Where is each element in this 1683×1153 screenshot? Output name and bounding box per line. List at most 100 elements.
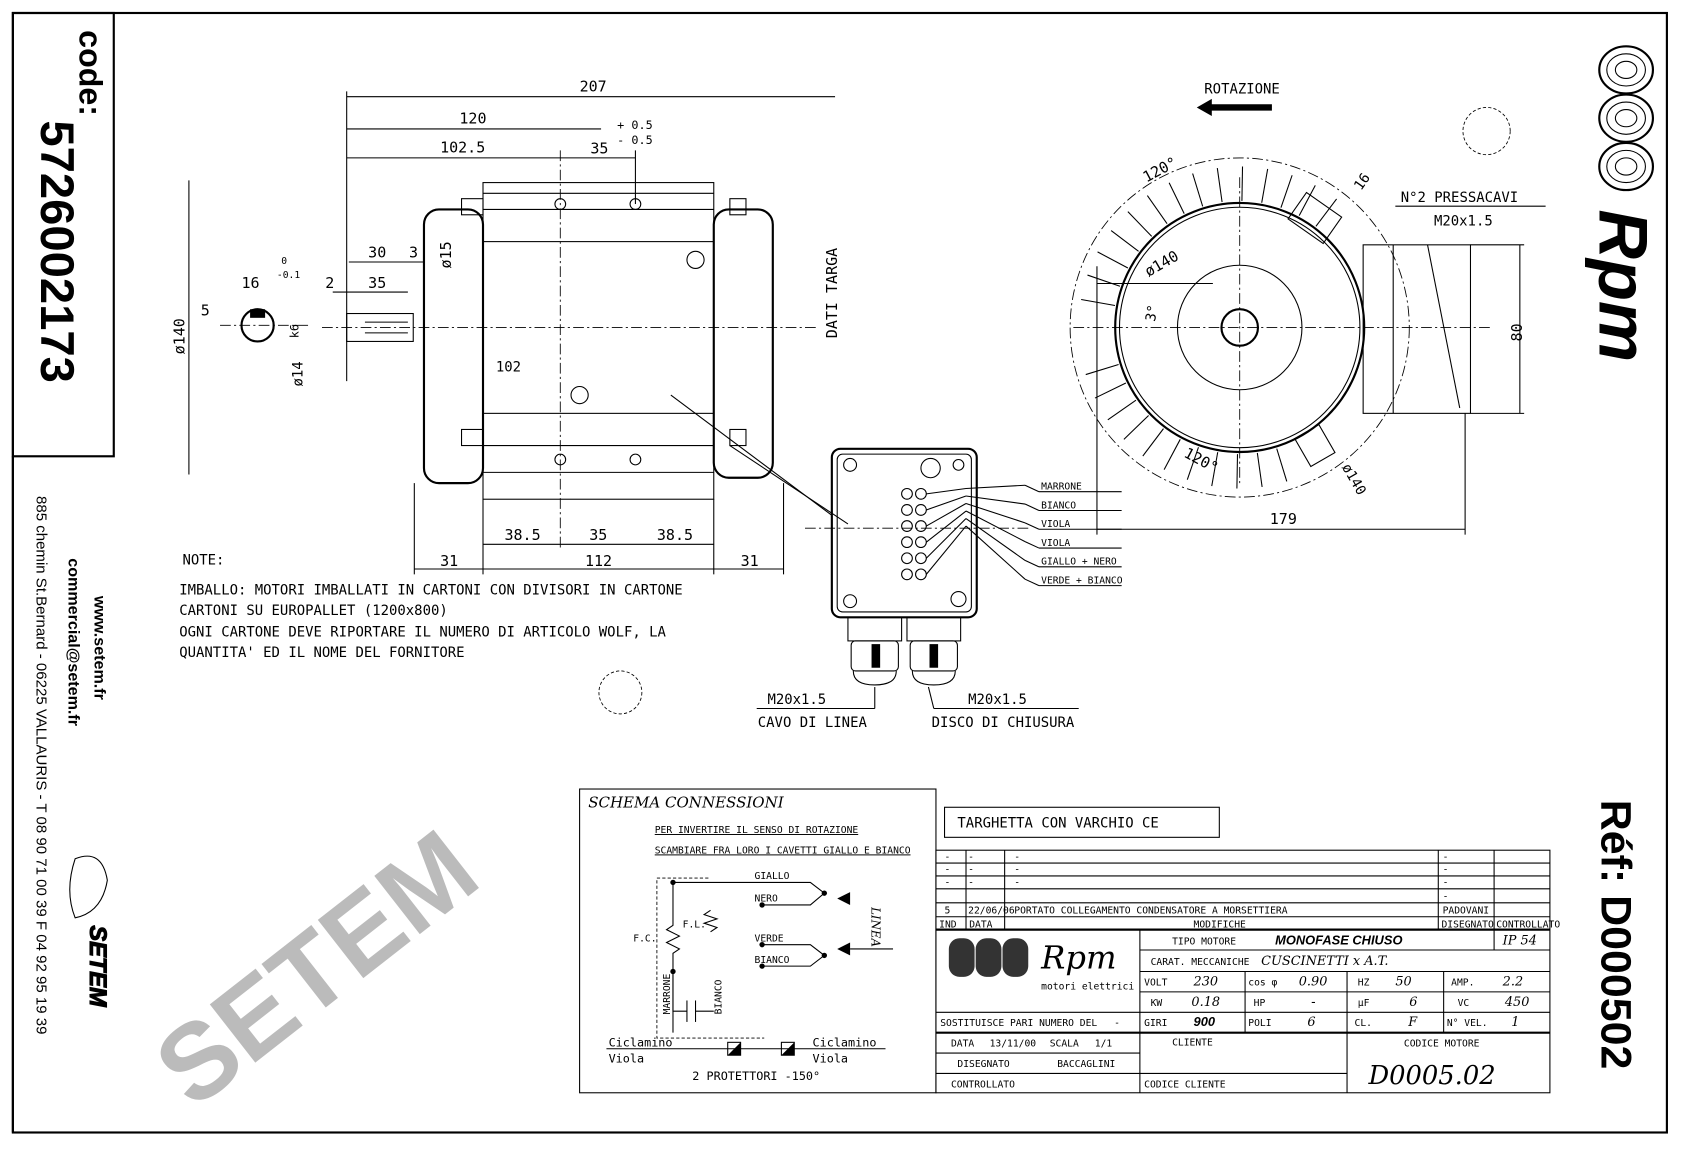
- dim-31-left: 31: [440, 552, 458, 570]
- terminal-screw-icon: [901, 568, 913, 581]
- revision-header-ctrl: CONTROLLATO: [1496, 919, 1560, 930]
- gland-left-thread: M20x1.5: [767, 692, 826, 708]
- gland-left-label: CAVO DI LINEA: [758, 715, 868, 731]
- schema-instruction: SCAMBIARE FRA LORO I CAVETTI GIALLO E BI…: [655, 845, 911, 856]
- carat-meccaniche-value: CUSCINETTI x A.T.: [1261, 954, 1388, 969]
- revision-ind: -: [945, 852, 951, 863]
- watermark-seal-icon: [598, 670, 643, 715]
- fin: [1192, 173, 1204, 207]
- revision-dis: -: [1443, 865, 1449, 876]
- revision-ind: -: [945, 878, 951, 889]
- title-block-logo-sub: motori elettrici: [1041, 982, 1134, 993]
- terminal-screw-icon: [915, 536, 927, 549]
- fin: [1211, 452, 1219, 487]
- code-label: code:: [72, 30, 108, 116]
- fin: [1163, 439, 1181, 470]
- revision-dis: -: [1443, 878, 1449, 889]
- fin: [1142, 428, 1164, 457]
- wire-giallo: GIALLO: [755, 871, 790, 882]
- fin: [1256, 452, 1263, 487]
- terminal-screw-icon: [901, 520, 913, 532]
- wire-verde: VERDE: [755, 933, 784, 944]
- tolerance-k6: k6: [287, 324, 301, 338]
- class-value: F: [1407, 1015, 1418, 1030]
- revision-ind: -: [945, 865, 951, 876]
- dim-207: 207: [580, 77, 607, 95]
- fl-label: F.L.: [683, 919, 706, 930]
- revision-dis: -: [1443, 892, 1449, 903]
- motor-end-view: ROTAZIONE 80 179 ø140 ø140 120° 120° 3° …: [1069, 81, 1546, 535]
- vc-value: 450: [1504, 995, 1530, 1010]
- revision-data: 22/06/06: [968, 906, 1015, 917]
- fin: [1097, 251, 1129, 269]
- revision-mod: -: [1014, 878, 1020, 889]
- dim-diameter-14: ø14: [291, 361, 307, 386]
- angle-3: 3°: [1143, 303, 1162, 322]
- rotation-arrow-icon: [1196, 98, 1272, 117]
- website-link[interactable]: www.setem.fr: [90, 595, 108, 701]
- hp-label: HP: [1254, 998, 1266, 1009]
- revision-mod: PORTATO COLLEGAMENTO CONDENSATORE A MORS…: [1014, 906, 1287, 917]
- wire-label: VIOLA: [1041, 519, 1070, 530]
- dim-diameter-15: ø15: [437, 241, 455, 268]
- fin: [1168, 182, 1185, 214]
- angle-120-top: 120°: [1140, 153, 1180, 186]
- fin: [1241, 166, 1244, 201]
- revision-dis: PADOVANI: [1443, 906, 1490, 917]
- amp-label: AMP.: [1451, 977, 1474, 988]
- fin: [1236, 454, 1239, 489]
- kw-value: 0.18: [1191, 995, 1220, 1010]
- capacitance-label: μF: [1358, 998, 1370, 1009]
- dim-80: 80: [1508, 323, 1526, 341]
- hz-value: 50: [1395, 974, 1411, 989]
- watermark-seal-icon: [1462, 107, 1511, 156]
- note-line: CARTONI SU EUROPALLET (1200x800): [179, 603, 448, 619]
- dim-3: 3: [409, 244, 418, 262]
- tipo-motore-value: MONOFASE CHIUSO: [1275, 933, 1402, 948]
- vc-label: VC: [1458, 998, 1470, 1009]
- fin: [1261, 168, 1269, 203]
- volt-value: 230: [1193, 974, 1219, 989]
- revision-header-dis: DISEGNATO: [1441, 919, 1494, 930]
- wire-bianco: BIANCO: [755, 955, 790, 966]
- fc-label: F.C.: [633, 933, 656, 944]
- dim-35-top: 35: [590, 140, 608, 158]
- sostituisce-value: -: [1114, 1018, 1120, 1029]
- volt-label: VOLT: [1144, 977, 1167, 988]
- linea-label: LINEA: [869, 906, 883, 947]
- wire-label: VERDE + BIANCO: [1041, 575, 1123, 586]
- amp-value: 2.2: [1502, 974, 1523, 989]
- terminal-screw-icon: [915, 552, 927, 565]
- date-value: 13/11/00: [990, 1039, 1037, 1050]
- giri-label: GIRI: [1144, 1018, 1167, 1029]
- terminal-screw-icon: [915, 568, 927, 581]
- wire-bianco-vertical: BIANCO: [713, 979, 724, 1014]
- ip-rating: IP 54: [1502, 934, 1537, 949]
- email-link[interactable]: commercial@setem.fr: [65, 558, 83, 727]
- tolerance-0: 0: [281, 256, 287, 267]
- poli-value: 6: [1307, 1015, 1315, 1030]
- pressacavi-label: N°2 PRESSACAVI: [1401, 190, 1518, 206]
- terminal-screw-icon: [901, 504, 913, 516]
- code-number: 5726002173: [30, 120, 83, 383]
- rpm-coils-icon: [948, 938, 1029, 977]
- terminal-screw-icon: [915, 520, 927, 532]
- revision-ind: 5: [945, 906, 951, 917]
- tolerance-plus: + 0.5: [617, 118, 653, 132]
- wire-label: MARRONE: [1041, 482, 1082, 493]
- wire-label: BIANCO: [1041, 500, 1076, 511]
- targhetta-box: [944, 806, 1220, 838]
- setem-swirl-icon: [69, 855, 108, 919]
- terminal-screw-icon: [915, 487, 927, 500]
- codice-motore-value: D0005.02: [1368, 1061, 1496, 1091]
- tolerance-minus-0-1: -0.1: [277, 270, 300, 281]
- dim-30: 30: [368, 244, 386, 262]
- revision-mod: -: [1014, 865, 1020, 876]
- hz-label: HZ: [1358, 977, 1370, 988]
- dim-179: 179: [1270, 510, 1297, 528]
- dim-112: 112: [585, 552, 612, 570]
- terminal-screw-icon: [901, 536, 913, 549]
- setem-logo: SETEM: [69, 855, 111, 1009]
- ciclamino-left: Ciclamino: [609, 1036, 673, 1050]
